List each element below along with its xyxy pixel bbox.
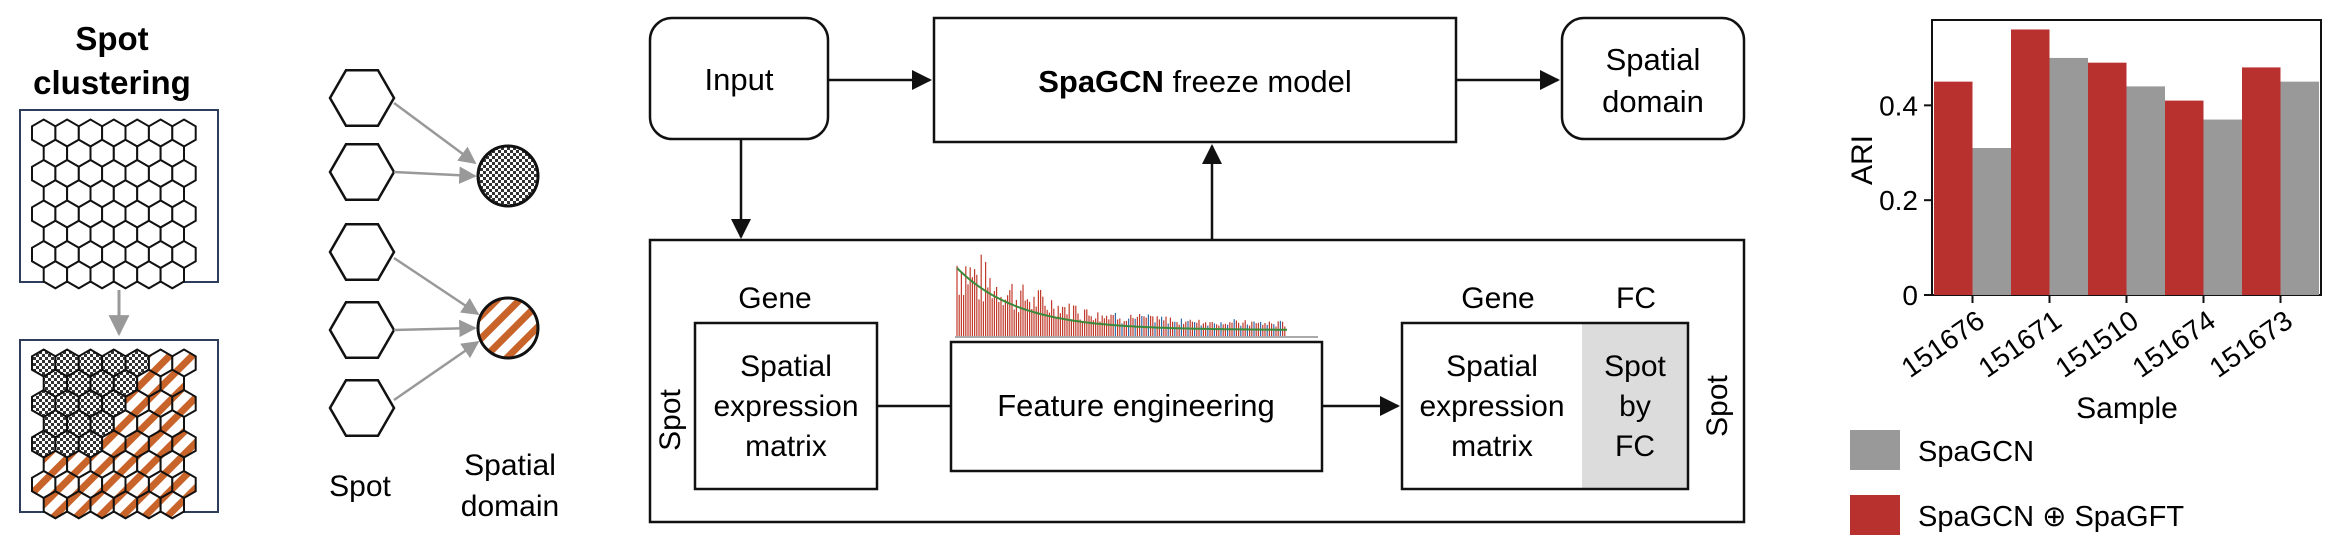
- bar-spagcn-spagft-151671: [2011, 29, 2050, 296]
- panel-title-line2: clustering: [33, 64, 191, 101]
- x-tick-label: 151674: [2127, 305, 2221, 384]
- bar-spagcn-spagft-151673: [2242, 67, 2281, 296]
- spot-hexagon: [112, 490, 139, 520]
- bar-spagcn-151676: [1972, 148, 2011, 295]
- flow-diagram: Input SpaGCN freeze model Spatial domain…: [648, 16, 1746, 524]
- model-name-bold: SpaGCN: [1038, 64, 1164, 99]
- matrix-right-line1: Spatial: [1446, 350, 1538, 383]
- spot-label: Spot: [329, 470, 391, 503]
- mapping-arrows: [393, 101, 480, 402]
- bar-spagcn-151510: [2126, 86, 2165, 296]
- spot-axis-left: Spot: [654, 388, 687, 450]
- legend-swatch: [1850, 430, 1900, 470]
- y-tick-label: 0.2: [1879, 185, 1918, 216]
- spot-hexagons: [328, 69, 396, 437]
- panel-title-line1: Spot: [75, 20, 148, 57]
- feature-engineering-box: [949, 340, 1324, 473]
- matrix-right-line2: expression: [1419, 390, 1564, 423]
- gene-label-right: Gene: [1461, 282, 1534, 315]
- spot-hexagon: [42, 490, 69, 520]
- domain-striped-circle: [476, 296, 540, 360]
- spot-hexagon: [42, 260, 69, 290]
- matrix-left-line1: Spatial: [740, 350, 832, 383]
- spot-hexagon: [136, 490, 162, 520]
- x-tick-label: 151673: [2204, 305, 2298, 384]
- spot-hexagon: [112, 260, 139, 290]
- matrix-left-line3: matrix: [745, 430, 827, 463]
- legend-swatch: [1850, 495, 1900, 535]
- spot-by-fc-line2: by: [1619, 390, 1651, 423]
- output-box: [1560, 16, 1746, 141]
- bar-spagcn-151674: [2203, 119, 2242, 295]
- matrix-left-line2: expression: [713, 390, 858, 423]
- input-box: [648, 16, 830, 141]
- spatial-domain-label-line1: Spatial: [464, 449, 556, 482]
- spot-hexagon: [66, 490, 92, 520]
- bar-spagcn-151671: [2049, 57, 2088, 296]
- spot-clustering-panel: Spot clustering: [19, 20, 219, 520]
- output-label-line1: Spatial: [1606, 42, 1701, 77]
- frequency-spectrum-plot: [955, 254, 1318, 338]
- input-label: Input: [705, 62, 774, 97]
- feature-engineering-label: Feature engineering: [997, 388, 1274, 423]
- spot-hexagon: [328, 69, 396, 127]
- spot-axis-right: Spot: [1701, 374, 1734, 436]
- bar-spagcn-spagft-151676: [1934, 81, 1973, 295]
- spot-hexagon: [328, 379, 396, 437]
- bar-spagcn-spagft-151510: [2088, 62, 2127, 296]
- matrix-right-line3: matrix: [1451, 430, 1533, 463]
- spot-hexagon: [136, 260, 162, 290]
- model-box: [932, 16, 1458, 144]
- spot-hexagon: [159, 260, 185, 290]
- fc-shaded-box: [1582, 323, 1688, 489]
- spot-hexagon: [328, 143, 396, 201]
- model-label: SpaGCN freeze model: [1038, 64, 1352, 99]
- matrix-right-box: [1400, 321, 1690, 491]
- spot-hexagon: [328, 301, 396, 359]
- spot-by-fc-line1: Spot: [1604, 350, 1666, 383]
- spot-by-fc-line3: FC: [1615, 430, 1655, 463]
- x-axis-label: Sample: [2076, 392, 2178, 425]
- spatial-domain-label-line2: domain: [461, 490, 559, 523]
- y-axis-label: ARI: [1846, 135, 1879, 185]
- spot-hexagon: [328, 223, 396, 281]
- matrix-left-box: [693, 321, 879, 491]
- domain-checker-circle: [476, 144, 540, 208]
- ari-bar-chart: ARI Sample 00.20.41516761516711515101516…: [1846, 19, 2322, 535]
- spectrum-trend-line: [956, 267, 1287, 331]
- legend-label: SpaGCN ⊕ SpaGFT: [1918, 501, 2184, 533]
- spot-hexagon: [159, 490, 185, 520]
- bar-spagcn-spagft-151674: [2165, 100, 2204, 295]
- spot-domain-mapping: Spot Spatial domain: [328, 69, 559, 523]
- y-tick-label: 0: [1902, 280, 1918, 311]
- spot-hexagon: [89, 490, 115, 520]
- hex-grid-unclustered: [31, 118, 197, 290]
- chart-legend: SpaGCN SpaGCN ⊕ SpaGFT: [1850, 430, 2184, 535]
- x-tick-label: 151676: [1896, 305, 1990, 384]
- x-tick-label: 151671: [1973, 305, 2067, 384]
- legend-label: SpaGCN: [1918, 436, 2034, 468]
- bar-spagcn-151673: [2280, 81, 2319, 295]
- spot-hexagon: [66, 260, 92, 290]
- fc-label: FC: [1616, 282, 1656, 315]
- x-tick-label: 151510: [2050, 305, 2144, 384]
- model-name-rest: freeze model: [1164, 64, 1352, 99]
- spot-hexagon: [89, 260, 115, 290]
- hex-grid-clustered: [31, 348, 197, 520]
- gene-label-left: Gene: [738, 282, 811, 315]
- y-tick-label: 0.4: [1879, 90, 1918, 121]
- output-label-line2: domain: [1602, 84, 1704, 119]
